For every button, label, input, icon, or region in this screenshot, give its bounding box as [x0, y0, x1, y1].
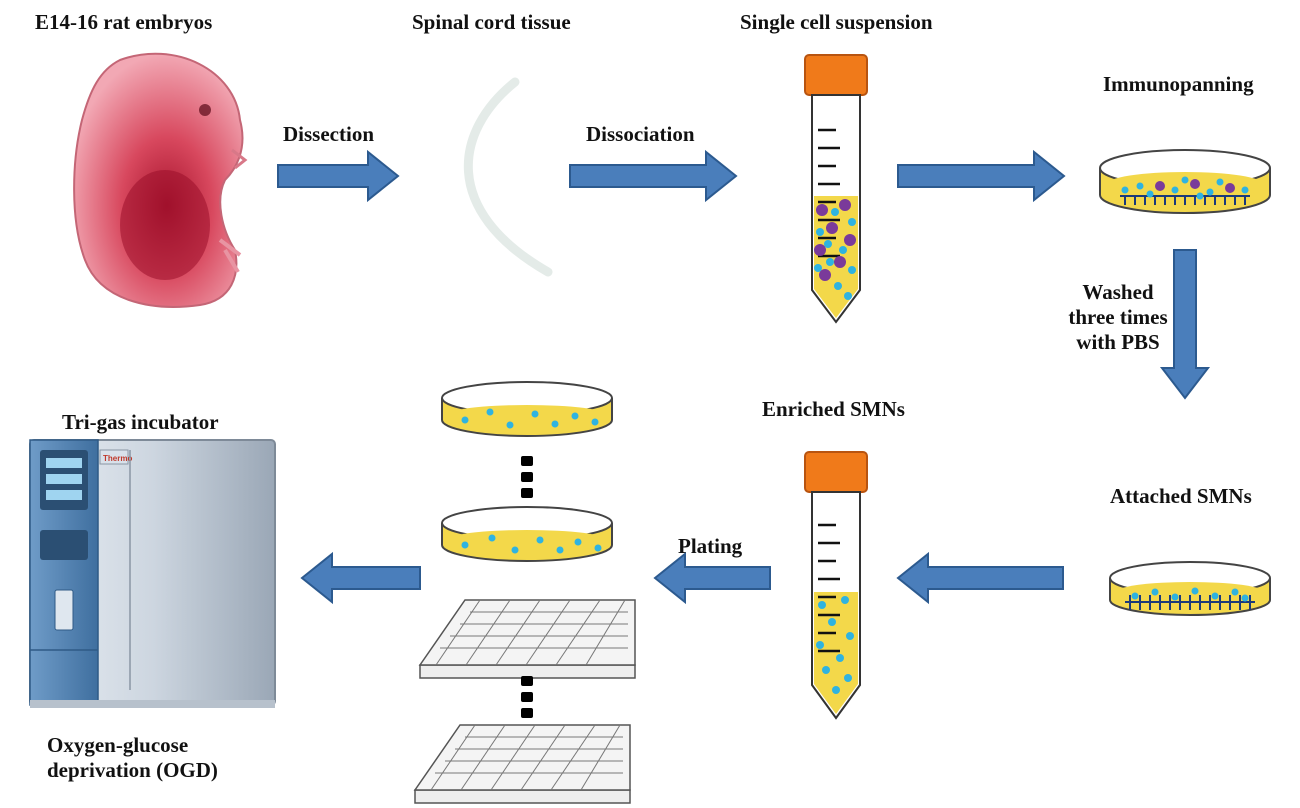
label-ogd: Oxygen-glucose deprivation (OGD): [47, 733, 218, 783]
washed-line-1: Washed: [1082, 280, 1154, 304]
label-immunopanning: Immunopanning: [1103, 72, 1254, 96]
label-attached-smns: Attached SMNs: [1110, 484, 1252, 508]
washed-line-2: three times: [1068, 305, 1168, 330]
tube-enriched-smns: [804, 451, 868, 720]
arrow-plating: [653, 551, 771, 605]
dish-immunopanning: [1099, 149, 1271, 214]
ogd-line-2: deprivation (OGD): [47, 758, 218, 783]
well-plate-top: [418, 599, 636, 679]
dots-separator-top: [521, 456, 533, 498]
dish-attached-smns: [1109, 561, 1271, 616]
label-enriched-smns: Enriched SMNs: [762, 397, 905, 421]
label-washed-with-pbs: Washed three times with PBS: [1058, 280, 1178, 356]
tube-single-cell-suspension: [804, 54, 868, 324]
step-dissociation: Dissociation: [586, 122, 695, 146]
arrow-to-immunopanning: [897, 149, 1066, 203]
well-plate-bottom: [413, 724, 631, 804]
plated-culture-dish-top: [441, 381, 613, 437]
rat-embryo-image: [73, 52, 248, 308]
step-dissection: Dissection: [283, 122, 374, 146]
dots-separator-bottom: [521, 676, 533, 718]
step-plating: Plating: [678, 534, 743, 558]
spinal-cord-image: [463, 77, 553, 277]
label-embryo: E14-16 rat embryos: [35, 10, 213, 34]
label-single-cell-suspension: Single cell suspension: [740, 10, 933, 34]
plated-culture-dish-bottom: [441, 506, 613, 562]
arrow-dissociation: [569, 149, 738, 203]
label-tri-gas-incubator: Tri-gas incubator: [62, 410, 219, 434]
arrow-dissection: [277, 149, 400, 203]
ogd-line-1: Oxygen-glucose: [47, 733, 189, 757]
label-spinal-cord-tissue: Spinal cord tissue: [412, 10, 571, 34]
washed-line-3: with PBS: [1076, 330, 1160, 355]
arrow-to-incubator: [300, 551, 421, 605]
arrow-wash-down: [1159, 249, 1211, 400]
tri-gas-incubator-image: Thermo: [29, 439, 276, 708]
arrow-to-enriched: [896, 551, 1064, 605]
incubator-brand-text: Thermo: [103, 454, 132, 463]
